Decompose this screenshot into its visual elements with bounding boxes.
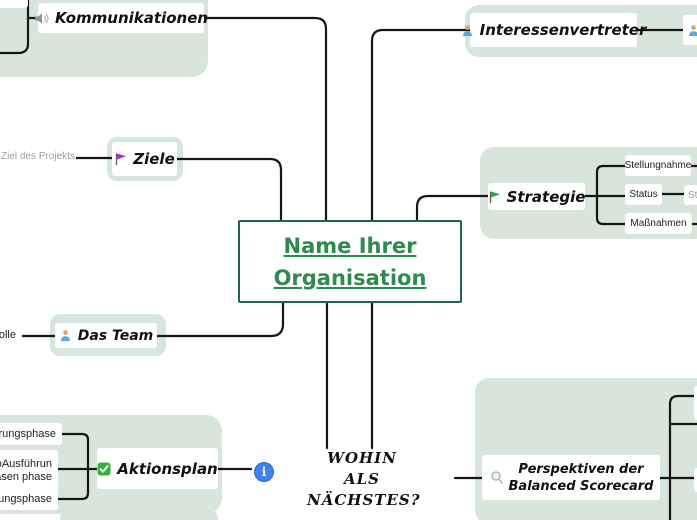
node-massnahmen[interactable]: Maßnahmen xyxy=(625,213,692,234)
cut-node-right-a[interactable] xyxy=(694,386,697,420)
connector-center-to-das-team xyxy=(155,296,285,338)
node-label: Aktionsplan xyxy=(117,459,218,478)
speaker-icon xyxy=(34,11,49,26)
node-rolle-fragment[interactable]: olle xyxy=(0,323,22,347)
connector-kommunikationen-to-center xyxy=(202,16,328,223)
node-label: Kommunikationen xyxy=(54,9,209,27)
node-wohin-als-naechstes[interactable]: WOHIN ALS NÄCHSTES? xyxy=(307,448,420,509)
green-flag-icon xyxy=(488,190,501,204)
person-icon xyxy=(59,329,72,342)
connector-interessenvertreter-to-center xyxy=(370,28,472,223)
node-label: Strategie xyxy=(506,187,586,206)
person-icon xyxy=(687,24,697,37)
connector-aktionsplan-children-bracket xyxy=(56,432,99,501)
node-kommunikationen[interactable]: Kommunikationen xyxy=(34,3,208,33)
info-glyph: i xyxy=(261,465,267,479)
node-das-team[interactable]: Das Team xyxy=(55,323,157,348)
node-label-line1: utioAusführun xyxy=(0,457,52,470)
node-strategie[interactable]: Strategie xyxy=(488,183,585,210)
node-label: Status xyxy=(629,189,658,200)
connector-perspektiven-children-bracket xyxy=(658,394,697,520)
node-label: Maßnahmen xyxy=(630,218,687,229)
magnifier-icon xyxy=(489,470,505,486)
node-label: Interessenvertreter xyxy=(479,21,647,39)
purple-flag-icon xyxy=(114,152,127,166)
node-ziele[interactable]: Ziele xyxy=(112,142,177,176)
node-label: haltungsphase xyxy=(0,493,52,505)
node-stellungnahme[interactable]: Stellungnahme xyxy=(625,155,691,176)
checkbox-checked-icon xyxy=(97,462,111,476)
node-ziel-des-projekts[interactable]: Ziel des Projekts xyxy=(0,144,76,168)
connector-ziele-to-center xyxy=(175,157,283,223)
node-label-line1: Perspektiven der xyxy=(518,461,644,477)
node-phase-fragment-3[interactable]: haltungsphase xyxy=(0,488,58,510)
connector-strategie-children-bracket xyxy=(583,164,627,226)
node-label: Ziel des Projekts xyxy=(1,150,75,162)
node-label: ührungsphase xyxy=(0,428,56,440)
node-status[interactable]: Status xyxy=(625,184,662,205)
cut-node-interessenvertreter-child[interactable] xyxy=(683,15,697,45)
center-title-line1: Name Ihrer xyxy=(283,233,417,258)
node-label: Perspektiven der Balanced Scorecard xyxy=(509,461,654,495)
node-status-fragment[interactable]: Sta xyxy=(684,185,697,205)
node-aktionsplan[interactable]: Aktionsplan xyxy=(97,448,218,489)
node-label: Sta xyxy=(688,189,697,201)
node-phase-fragment-2[interactable]: utioAusführun asen phase xyxy=(0,450,58,491)
node-label: Das Team xyxy=(77,327,154,344)
node-label-line2: asen phase xyxy=(0,470,52,483)
person-icon xyxy=(461,24,474,37)
node-center-organisation[interactable]: Name Ihrer Organisation xyxy=(238,220,462,303)
node-label: olle xyxy=(0,329,16,341)
cut-node-right-b[interactable] xyxy=(694,468,697,492)
connector-strategie-to-center xyxy=(415,194,490,223)
node-label-line1: WOHIN ALS xyxy=(327,449,397,488)
node-phase-fragment-1[interactable]: ührungsphase xyxy=(0,423,62,445)
node-label: Ziele xyxy=(133,150,175,168)
center-title-line2: Organisation xyxy=(273,265,427,290)
node-label: Stellungnahme xyxy=(624,160,692,171)
cut-node-top-left[interactable] xyxy=(0,0,28,8)
info-icon[interactable]: i xyxy=(254,462,274,482)
node-perspektiven-balanced-scorecard[interactable]: Perspektiven der Balanced Scorecard xyxy=(482,455,660,500)
node-interessenvertreter[interactable]: Interessenvertreter xyxy=(462,13,646,47)
node-label-line2: NÄCHSTES? xyxy=(307,491,421,509)
node-label-line2: Balanced Scorecard xyxy=(508,478,654,494)
group-panel-bottom-cut xyxy=(60,510,218,520)
